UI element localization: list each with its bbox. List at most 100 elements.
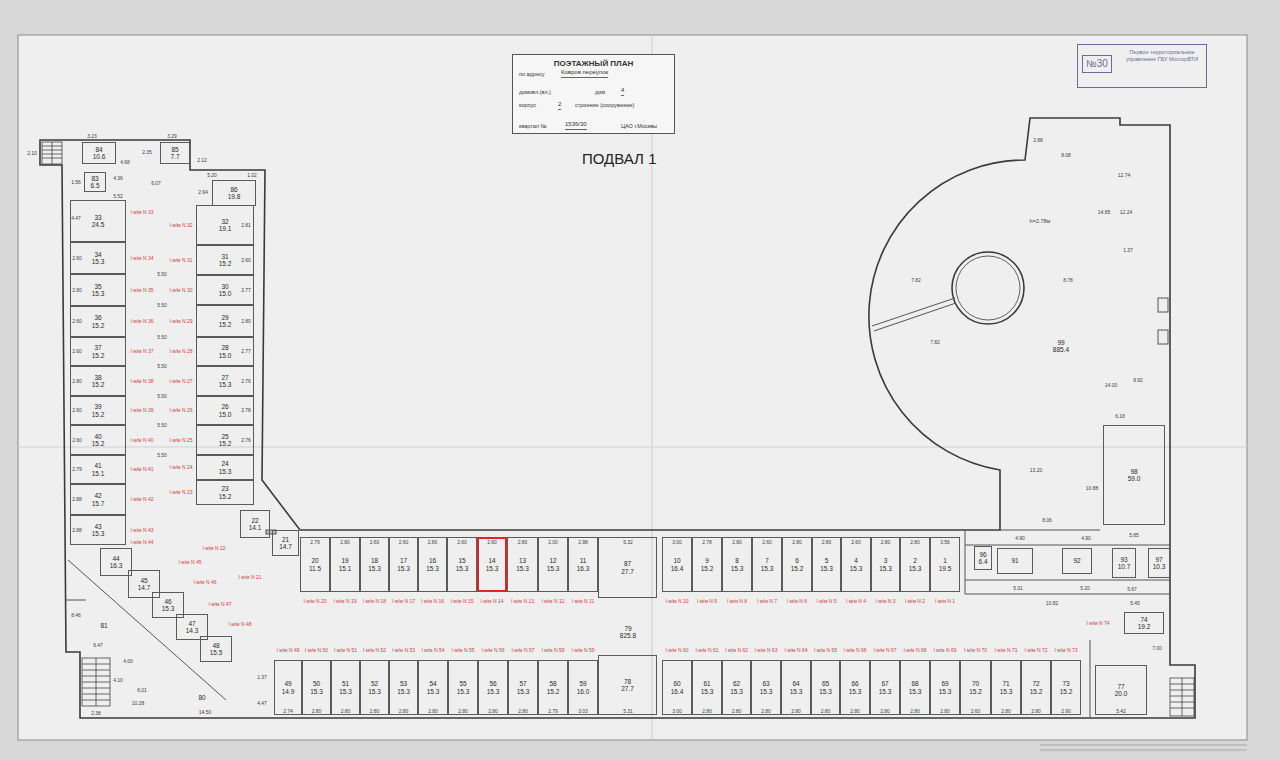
parking-space-label: I м/м N 31 bbox=[170, 258, 193, 263]
room-cell: 9859.0 bbox=[1103, 425, 1165, 525]
dimension-label: 14.85 bbox=[1098, 210, 1111, 215]
parking-space-label: I м/м N 24 bbox=[170, 465, 193, 470]
parking-space-label: I м/м N 4 bbox=[846, 599, 866, 604]
shaft bbox=[1158, 330, 1168, 344]
parking-space-label: I м/м N 65 bbox=[814, 648, 837, 653]
room-number: 4 bbox=[854, 557, 858, 564]
stair-steps bbox=[82, 658, 110, 706]
parking-space-label: I м/м N 51 bbox=[334, 648, 357, 653]
room-area: 14.3 bbox=[186, 627, 199, 634]
parking-space-label: I м/м N 1 bbox=[935, 599, 955, 604]
parking-space-label: I м/м N 43 bbox=[131, 528, 154, 533]
room-area: 15.3 bbox=[909, 688, 922, 695]
room-cell: 1515.3 bbox=[447, 537, 477, 592]
parking-space-label: I м/м N 61 bbox=[696, 648, 719, 653]
room-number: 85 bbox=[171, 146, 178, 153]
dimension-label: 2.80 bbox=[488, 709, 498, 714]
room-cell: 4514.7 bbox=[128, 570, 160, 598]
dimension-label: 2.60 bbox=[487, 540, 497, 545]
dimension-label: 2.80 bbox=[312, 709, 322, 714]
room-cell: 5215.3 bbox=[360, 660, 389, 715]
room-cell: 6016.4 bbox=[662, 660, 692, 715]
room-area: 15.3 bbox=[397, 565, 410, 572]
parking-space-label: I м/м N 69 bbox=[934, 648, 957, 653]
dimension-label: 2.80 bbox=[792, 540, 802, 545]
room-number: 69 bbox=[941, 680, 948, 687]
walls bbox=[40, 118, 1195, 718]
dimension-label: 14.00 bbox=[1105, 383, 1118, 388]
dimension-label: 2.80 bbox=[72, 288, 82, 293]
room-number: 56 bbox=[489, 680, 496, 687]
room-area: 20.0 bbox=[1115, 690, 1128, 697]
room-area: 15.3 bbox=[819, 688, 832, 695]
room-number: 27 bbox=[221, 374, 228, 381]
paper-sheet bbox=[18, 35, 1247, 740]
dimension-label: 2.80 bbox=[1031, 709, 1041, 714]
dimension-label: 5.42 bbox=[1116, 709, 1126, 714]
room-area: 10.6 bbox=[93, 153, 106, 160]
room-area: 15.2 bbox=[219, 321, 232, 328]
room-cell: 8410.6 bbox=[82, 142, 116, 164]
bti-stamp: №30Первое территориальное управление ГБУ… bbox=[1077, 44, 1207, 88]
parking-space-label: I м/м N 64 bbox=[785, 648, 808, 653]
dimension-label: 8.46 bbox=[71, 613, 81, 618]
room-number: 38 bbox=[94, 374, 101, 381]
dimension-label: 2.60 bbox=[457, 540, 467, 545]
room-cell: 2114.7 bbox=[272, 530, 299, 556]
room-area: 11.5 bbox=[309, 565, 321, 572]
dimension-label: 2.78 bbox=[241, 408, 251, 413]
block-field: дом bbox=[595, 89, 605, 95]
room-cell: 8619.8 bbox=[212, 180, 256, 206]
parking-space-label: I м/м N 10 bbox=[666, 599, 689, 604]
room-number: 35 bbox=[94, 283, 101, 290]
parking-space-label: I м/м N 28 bbox=[170, 349, 193, 354]
room-number: 46 bbox=[164, 598, 171, 605]
room-cell: 1016.4 bbox=[662, 537, 692, 592]
room-cell: 1615.3 bbox=[418, 537, 447, 592]
block-field: ЦАО г.Москвы bbox=[621, 123, 657, 129]
room-area: 19.2 bbox=[1138, 623, 1151, 630]
room-cell: 857.7 bbox=[160, 142, 190, 164]
stairs bbox=[42, 142, 1194, 716]
parking-space-label: I м/м N 7 bbox=[757, 599, 777, 604]
room-number: 25 bbox=[221, 433, 228, 440]
dimension-label: 2.60 bbox=[72, 349, 82, 354]
dimension-label: 5.50 bbox=[157, 272, 167, 277]
room-area: 15.2 bbox=[1060, 688, 1073, 695]
dimension-label: 2.80 bbox=[72, 379, 82, 384]
dimension-label: 2.77 bbox=[241, 288, 251, 293]
room-number: 59 bbox=[579, 680, 586, 687]
room-number: 34 bbox=[94, 251, 101, 258]
dimension-label: 7.00 bbox=[1152, 646, 1162, 651]
dimension-label: 13.20 bbox=[1030, 468, 1043, 473]
room-cell: 1815.3 bbox=[360, 537, 389, 592]
partitions bbox=[66, 298, 1170, 718]
room-area: 6.5 bbox=[90, 182, 99, 189]
room-area: 15.3 bbox=[879, 688, 892, 695]
parking-space-label: I м/м N 12 bbox=[542, 599, 565, 604]
room-number: 39 bbox=[94, 403, 101, 410]
room-area: 15.2 bbox=[969, 688, 982, 695]
room-number: 96 bbox=[979, 551, 986, 558]
room-number: 98 bbox=[1130, 468, 1137, 475]
room-number: 26 bbox=[221, 403, 228, 410]
dimension-label: 2.80 bbox=[791, 709, 801, 714]
dimension-label: 2.80 bbox=[428, 540, 438, 545]
room-number: 78 bbox=[624, 678, 631, 685]
room-number: 11 bbox=[580, 557, 587, 564]
dimension-label: 1.02 bbox=[247, 173, 257, 178]
room-area: 27.7 bbox=[621, 685, 634, 692]
block-field: квартал № bbox=[519, 123, 546, 129]
dimension-label: 3.00 bbox=[672, 540, 682, 545]
room-area: 15.3 bbox=[397, 688, 410, 695]
room-number: 6 bbox=[795, 557, 799, 564]
block-field: по адресу bbox=[519, 71, 544, 77]
dimension-label: 2.98 bbox=[578, 540, 588, 545]
parking-space-label: I м/м N 23 bbox=[170, 490, 193, 495]
dimension-label: 2.80 bbox=[910, 709, 920, 714]
parking-space-label: I м/м N 74 bbox=[1087, 621, 1110, 626]
dimension-label: 2.60 bbox=[762, 540, 772, 545]
dimension-label: 5.32 bbox=[623, 540, 633, 545]
room-cell: 815.3 bbox=[722, 537, 752, 592]
room-number: 8 bbox=[735, 557, 739, 564]
